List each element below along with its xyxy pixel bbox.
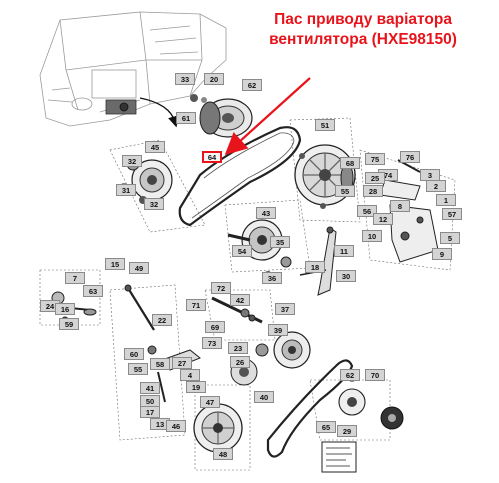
callout-line-1: Пас приводу варіатора — [274, 11, 452, 28]
part-tag[interactable]: 29 — [337, 425, 357, 437]
part-tag[interactable]: 68 — [340, 157, 360, 169]
part-tag[interactable]: 11 — [334, 245, 354, 257]
part-tag[interactable]: 55 — [335, 185, 355, 197]
part-tag[interactable]: 40 — [254, 391, 274, 403]
part-tag[interactable]: 7 — [65, 272, 85, 284]
part-tag[interactable]: 72 — [211, 282, 231, 294]
part-tag[interactable]: 62 — [242, 79, 262, 91]
part-tag[interactable]: 26 — [230, 356, 250, 368]
part-tag[interactable]: 55 — [128, 363, 148, 375]
part-tag[interactable]: 70 — [365, 369, 385, 381]
part-tag[interactable]: 51 — [315, 119, 335, 131]
part-tag[interactable]: 65 — [316, 421, 336, 433]
part-tag[interactable]: 45 — [145, 141, 165, 153]
part-tag[interactable]: 69 — [205, 321, 225, 333]
part-tag[interactable]: 43 — [256, 207, 276, 219]
mounting-bracket — [379, 159, 439, 263]
part-tag[interactable]: 57 — [442, 208, 462, 220]
part-tag[interactable]: 2 — [426, 180, 446, 192]
part-tag[interactable]: 17 — [140, 406, 160, 418]
part-tag[interactable]: 58 — [150, 358, 170, 370]
part-tag[interactable]: 10 — [362, 230, 382, 242]
part-tag[interactable]: 9 — [432, 248, 452, 260]
part-tag[interactable]: 37 — [275, 303, 295, 315]
part-tag[interactable]: 71 — [186, 299, 206, 311]
part-tag[interactable]: 41 — [140, 382, 160, 394]
part-tag[interactable]: 59 — [59, 318, 79, 330]
part-tag[interactable]: 33 — [175, 73, 195, 85]
pulley-51 — [294, 144, 356, 209]
curved-arrow-icon — [139, 97, 179, 128]
part-tag[interactable]: 32 — [122, 155, 142, 167]
part-tag[interactable]: 19 — [186, 381, 206, 393]
part-tag[interactable]: 31 — [116, 184, 136, 196]
part-tag[interactable]: 30 — [336, 270, 356, 282]
part-tag[interactable]: 1 — [436, 194, 456, 206]
part-tag[interactable]: 73 — [202, 337, 222, 349]
part-tag[interactable]: 61 — [176, 112, 196, 124]
part-tag[interactable]: 20 — [204, 73, 224, 85]
pulley-70 — [338, 374, 404, 430]
part-tag[interactable]: 28 — [363, 185, 383, 197]
part-tag[interactable]: 56 — [357, 205, 377, 217]
part-tag[interactable]: 15 — [105, 258, 125, 270]
part-tag[interactable]: 5 — [440, 232, 460, 244]
part-tag[interactable]: 12 — [373, 213, 393, 225]
tension-rod — [124, 284, 155, 331]
part-tag[interactable]: 35 — [270, 236, 290, 248]
part-tag-highlighted[interactable]: 64 — [202, 151, 222, 163]
part-tag[interactable]: 16 — [55, 303, 75, 315]
part-tag[interactable]: 62 — [340, 369, 360, 381]
part-tag[interactable]: 42 — [230, 294, 250, 306]
fan-drive-belt — [178, 126, 302, 227]
callout-title: Пас приводу варіатора вентилятора (HXE98… — [232, 10, 494, 50]
part-tag[interactable]: 47 — [200, 396, 220, 408]
part-tag[interactable]: 18 — [305, 261, 325, 273]
part-tag[interactable]: 48 — [213, 448, 233, 460]
part-tag[interactable]: 63 — [83, 285, 103, 297]
shaft-assembly — [211, 296, 263, 324]
part-tag[interactable]: 46 — [166, 420, 186, 432]
part-tag[interactable]: 23 — [228, 342, 248, 354]
pulley-62 — [199, 98, 253, 138]
part-tag[interactable]: 75 — [365, 153, 385, 165]
part-tag[interactable]: 25 — [365, 172, 385, 184]
part-tag[interactable]: 54 — [232, 245, 252, 257]
part-tag[interactable]: 32 — [144, 198, 164, 210]
part-tag[interactable]: 8 — [390, 200, 410, 212]
instruction-card-icon — [321, 441, 357, 473]
part-tag[interactable]: 76 — [400, 151, 420, 163]
callout-line-2: вентилятора (HXE98150) — [269, 31, 457, 48]
callout-arrow-icon — [224, 77, 311, 155]
part-tag[interactable]: 22 — [152, 314, 172, 326]
part-tag[interactable]: 4 — [180, 369, 200, 381]
part-tag[interactable]: 60 — [124, 348, 144, 360]
pulley-47 — [193, 403, 243, 453]
part-tag[interactable]: 39 — [268, 324, 288, 336]
combine-harvester-icon — [39, 11, 227, 127]
part-tag[interactable]: 27 — [172, 357, 192, 369]
part-tag[interactable]: 36 — [262, 272, 282, 284]
part-tag[interactable]: 49 — [129, 262, 149, 274]
